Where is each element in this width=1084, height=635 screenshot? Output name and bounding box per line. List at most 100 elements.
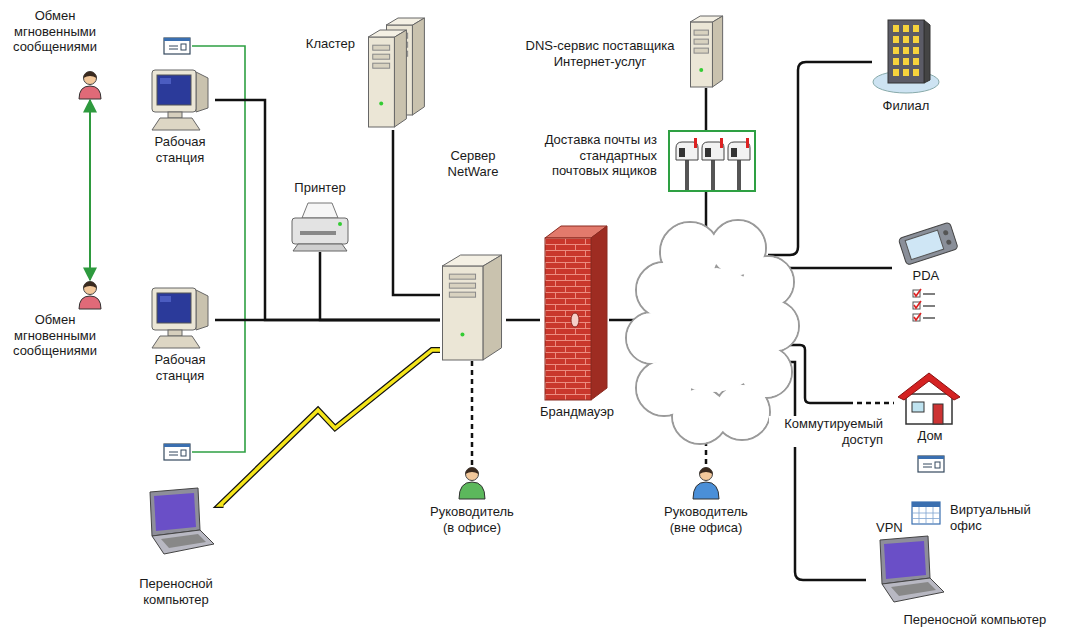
house-wall <box>906 394 952 424</box>
building-window <box>893 36 899 43</box>
building-window <box>913 69 919 76</box>
envelope-lines <box>169 46 178 49</box>
building-window <box>913 47 919 54</box>
device-node: Брандмауэр <box>540 226 614 420</box>
envelope-icon <box>164 38 190 54</box>
envelope-bar <box>164 38 190 41</box>
laptop-icon <box>880 536 944 602</box>
tower-side <box>412 18 424 115</box>
checkbox <box>913 290 920 297</box>
printer-picture <box>288 200 352 252</box>
internet-cloud <box>627 221 798 443</box>
laptop-screen <box>884 541 926 579</box>
building-window <box>893 47 899 54</box>
power-light <box>379 102 383 106</box>
cluster-icon <box>368 18 424 127</box>
device-label: Обмен мгновенными сообщениями <box>9 8 101 55</box>
monitor-side <box>196 290 208 330</box>
device-label: Принтер <box>294 180 345 196</box>
screen-glare <box>160 296 171 302</box>
network-wire <box>775 267 892 270</box>
mailbox <box>676 138 698 190</box>
person-icon <box>79 282 101 310</box>
envelope-icon <box>164 444 190 460</box>
device-label: Сервер NetWare <box>440 148 506 179</box>
building-window <box>903 69 909 76</box>
link-label: VPN <box>874 520 905 536</box>
cluster-server <box>368 30 406 127</box>
building-window <box>903 47 909 54</box>
building-icon <box>873 20 939 93</box>
device-label: Рабочая станция <box>145 352 215 383</box>
check-mark <box>914 313 921 320</box>
envelope-stamp <box>181 450 186 456</box>
monitor-picture <box>148 68 210 132</box>
device-label: Руководитель (вне офиса) <box>658 504 754 535</box>
paper-tray <box>293 244 347 251</box>
device-label: Филиал <box>883 98 930 114</box>
device-node: Рабочая станция <box>145 68 215 165</box>
person-head <box>700 468 713 481</box>
person-body <box>693 482 719 499</box>
device-node: Кластер <box>306 18 426 130</box>
monitor-case <box>152 288 196 330</box>
mailbox <box>702 138 724 190</box>
person-hair <box>700 468 713 475</box>
laptop-keyboard <box>891 582 936 596</box>
network-wire <box>780 362 866 580</box>
device-node: Рабочая станция <box>145 286 215 383</box>
monitor-screen <box>157 75 191 105</box>
building-window <box>893 69 899 76</box>
building-window <box>903 58 909 65</box>
device-node: Обмен мгновенными сообщениями <box>9 280 102 359</box>
device-label: DNS-сервис поставщика Интернет-услуг <box>495 38 705 69</box>
house-door <box>933 404 943 424</box>
checkbox <box>913 314 920 321</box>
house-roof <box>898 373 960 400</box>
cloud-fill <box>650 268 774 392</box>
printer-icon <box>292 203 348 251</box>
tower-picture <box>442 255 504 361</box>
drive-bay <box>694 39 708 44</box>
wall-picture <box>545 226 609 400</box>
person-picture <box>692 466 720 500</box>
laptop-lid <box>150 488 200 536</box>
tower-side <box>712 16 722 87</box>
tower-front <box>691 22 713 87</box>
device-node: DNS-сервис поставщика Интернет-услуг <box>495 16 724 88</box>
network-connector <box>89 100 91 280</box>
tower-front <box>369 37 395 127</box>
envelope-lines <box>169 452 178 455</box>
building-window <box>893 58 899 65</box>
network-wire <box>768 62 872 255</box>
device-node: PDA <box>893 220 961 284</box>
network-connector <box>506 319 540 322</box>
person-picture <box>458 466 486 500</box>
checklist-icon <box>913 289 935 321</box>
device-node: Филиал <box>872 16 940 114</box>
network-connector <box>393 130 440 295</box>
background-illustration <box>192 46 245 452</box>
drive-bay <box>694 48 708 53</box>
wall-front <box>545 238 591 400</box>
internet-cloud <box>626 220 799 444</box>
building-picture <box>872 16 940 94</box>
laptop-screen <box>154 493 196 531</box>
tower-side <box>483 255 502 360</box>
monitor-side <box>196 72 208 112</box>
link-label: Виртуальный офис <box>948 502 1042 533</box>
network-connector <box>215 100 440 320</box>
envelope-lines <box>923 464 932 467</box>
mailbox-post <box>711 160 715 190</box>
person-hair <box>466 468 479 475</box>
paper-slot <box>300 231 336 235</box>
device-node: Переносной компьютер <box>129 486 224 607</box>
lightning-fill <box>220 350 440 505</box>
drive-bay <box>449 292 475 297</box>
person-icon <box>79 72 101 100</box>
device-node: Руководитель (в офисе) <box>424 466 520 535</box>
laptop-base <box>152 530 214 554</box>
device-label: Руководитель (в офисе) <box>424 504 520 535</box>
status-light <box>338 222 342 226</box>
wall-side <box>591 226 607 400</box>
